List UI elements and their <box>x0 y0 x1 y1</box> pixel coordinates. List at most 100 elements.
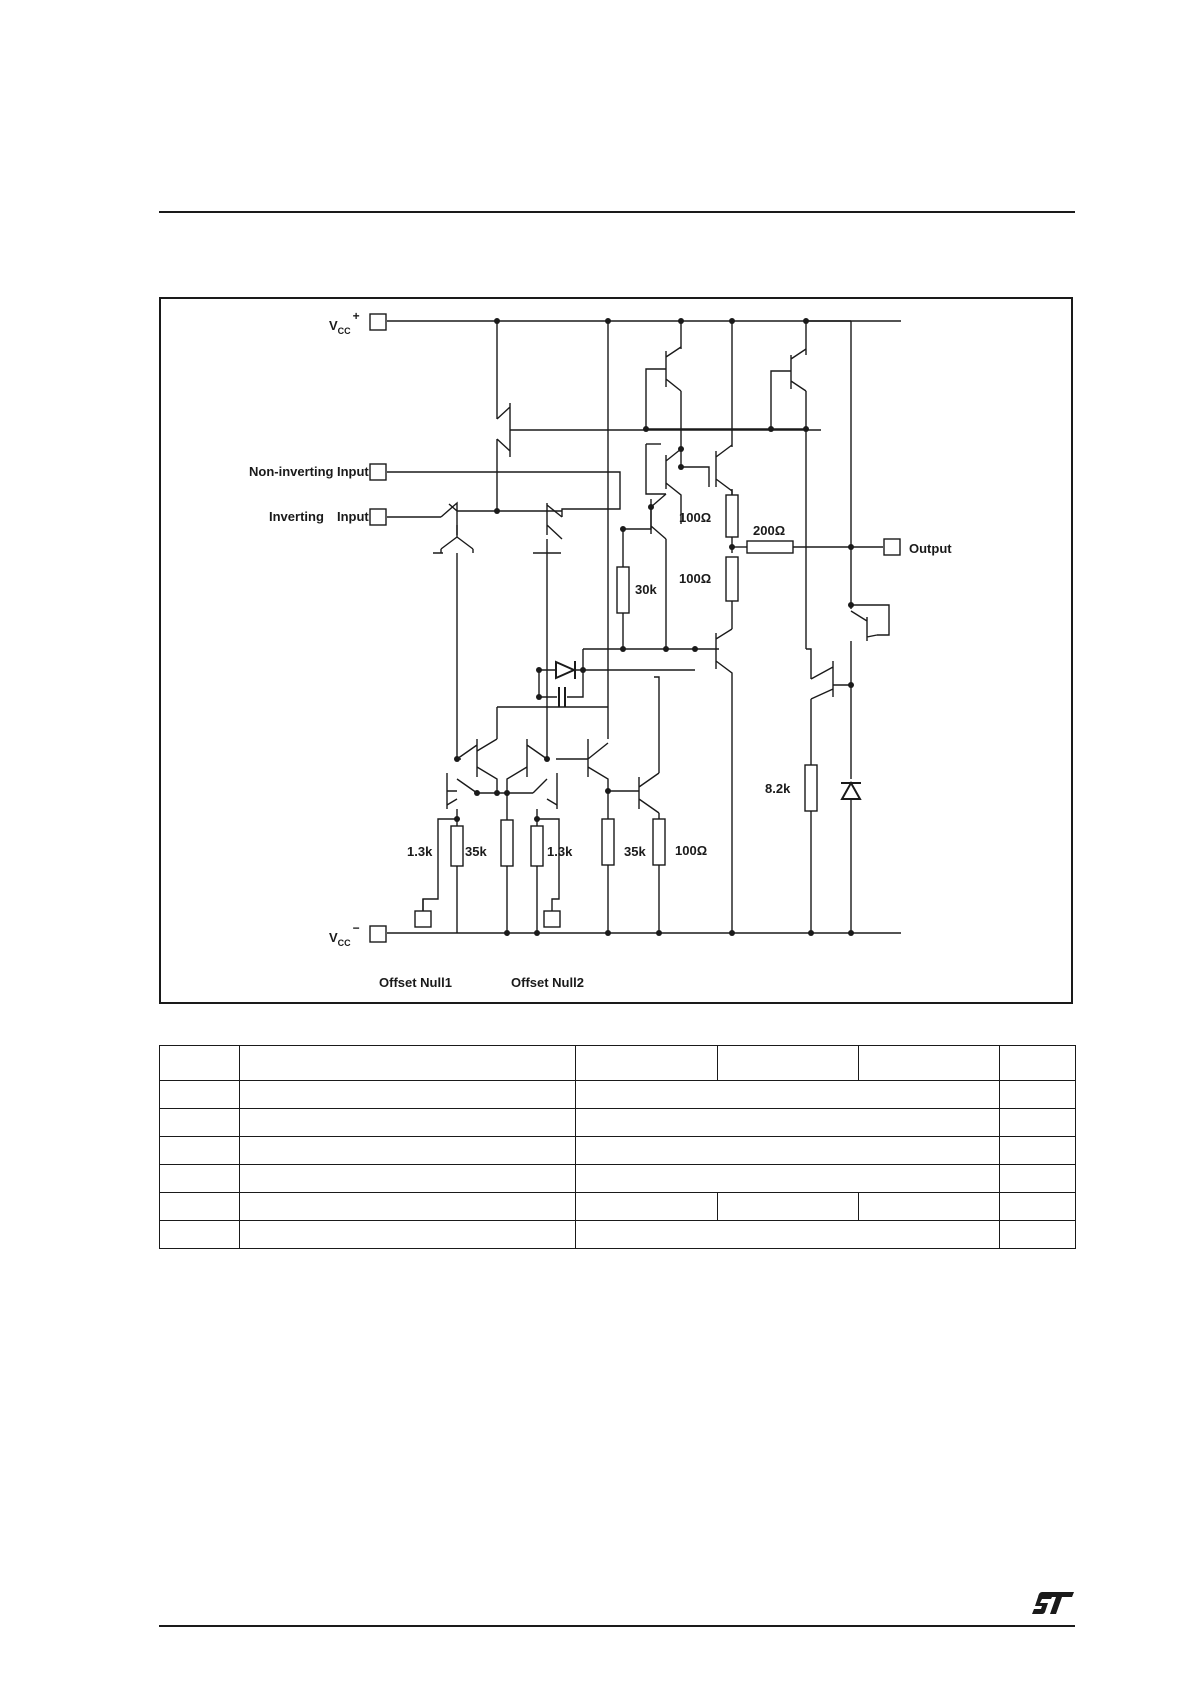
q-mirror-right-e <box>546 798 558 806</box>
r-35k-mid <box>601 818 615 866</box>
offset-null2-label: Offset Null2 <box>511 975 584 990</box>
label-1-3k-right: 1.3k <box>547 844 573 859</box>
r-8-2k <box>804 764 818 812</box>
label-100-upper: 100Ω <box>679 510 711 525</box>
header-rule <box>159 211 1075 213</box>
q-darlington-2 <box>650 493 667 540</box>
left-collector-wire <box>433 552 458 759</box>
label-1-3k-left: 1.3k <box>407 844 433 859</box>
table-cell <box>159 1220 240 1249</box>
table-cell <box>239 1080 576 1109</box>
cap-wire-r <box>567 670 584 698</box>
r-30k <box>616 566 630 614</box>
comp-diode <box>555 660 577 680</box>
table-cell <box>239 1136 576 1165</box>
q-load-left-e <box>476 766 498 793</box>
r-35k-left <box>500 819 514 867</box>
schematic-diagram: VCC+ VCC− Non-inverting Input Inverting … <box>159 297 1073 1004</box>
table-row <box>159 1108 1076 1137</box>
table-row <box>159 1164 1076 1193</box>
offset-null2-wire <box>537 818 560 911</box>
label-100-bottom: 100Ω <box>675 843 707 858</box>
table-cell <box>999 1045 1076 1081</box>
table-cell <box>575 1220 1000 1249</box>
table-cell <box>575 1080 1000 1109</box>
q-load-right-e <box>506 766 528 793</box>
vcc-neg-label: VCC− <box>329 921 360 948</box>
label-30k: 30k <box>635 582 657 597</box>
q-input-left-out <box>440 525 474 550</box>
table-cell <box>159 1136 240 1165</box>
parameter-table <box>159 1045 1076 1249</box>
bias-transistor <box>496 403 821 457</box>
q-protection <box>850 610 878 641</box>
non-inverting-input-label: Input <box>337 464 369 479</box>
q-second-stage <box>587 739 609 819</box>
table-cell <box>575 1045 718 1081</box>
table-cell <box>999 1108 1076 1137</box>
non-inverting-wire <box>387 471 621 517</box>
r-100-lower <box>725 556 739 602</box>
offset-null1-pin <box>414 910 432 928</box>
schematic-svg: VCC+ VCC− Non-inverting Input Inverting … <box>249 309 952 990</box>
q-input-left <box>440 501 458 535</box>
table-cell <box>159 1080 240 1109</box>
inverting-pin <box>369 508 387 526</box>
vcc-pos-label: VCC+ <box>329 309 360 336</box>
q-load-right <box>526 739 548 777</box>
table-cell <box>858 1045 1000 1081</box>
label-8-2k: 8.2k <box>765 781 791 796</box>
label-35k-mid: 35k <box>624 844 646 859</box>
q-load-left-c <box>476 707 498 752</box>
r-100-upper <box>725 494 739 538</box>
q-mirror-left-e <box>446 798 458 806</box>
q-mirror-right <box>532 773 558 809</box>
q-input-right <box>546 503 563 540</box>
comp-capacitor <box>558 687 566 707</box>
vcc-pos-pin <box>369 313 387 331</box>
label-35k-left: 35k <box>465 844 487 859</box>
table-cell <box>159 1192 240 1221</box>
q-bias-right <box>810 661 834 700</box>
q-output-bottom <box>715 628 733 933</box>
non-inverting-label: Non-inverting <box>249 464 334 479</box>
table-cell <box>239 1108 576 1137</box>
table-cell <box>999 1220 1076 1249</box>
r-200 <box>746 540 794 554</box>
table-cell <box>575 1108 1000 1137</box>
table-cell <box>575 1136 1000 1165</box>
table-cell <box>159 1164 240 1193</box>
table-row <box>159 1080 1076 1109</box>
st-logo-mark <box>1032 1592 1074 1614</box>
table-row <box>159 1220 1076 1249</box>
table-cell <box>239 1164 576 1193</box>
q-current-limit <box>638 772 660 814</box>
zener-diode <box>840 780 862 800</box>
table-cell <box>858 1192 1000 1221</box>
output-label: Output <box>909 541 952 556</box>
table-cell <box>239 1045 576 1081</box>
table-cell <box>717 1192 859 1221</box>
table-cell <box>999 1136 1076 1165</box>
table-cell <box>159 1108 240 1137</box>
table-row <box>159 1136 1076 1165</box>
q-top-right <box>790 348 807 392</box>
r-100-bottom <box>652 818 666 866</box>
r-1-3k-right <box>530 825 544 867</box>
table-cell <box>999 1192 1076 1221</box>
inverting-input-label: Input <box>337 509 369 524</box>
offset-null1-label: Offset Null1 <box>379 975 452 990</box>
table-cell <box>239 1192 576 1221</box>
table-cell <box>575 1164 1000 1193</box>
q-load-left <box>456 739 478 777</box>
q-top-mirror <box>665 346 682 392</box>
offset-null2-pin <box>543 910 561 928</box>
table-cell <box>999 1080 1076 1109</box>
table-cell <box>239 1220 576 1249</box>
cap-wire-l <box>538 670 557 698</box>
table-cell <box>717 1045 859 1081</box>
q-input-left-leads <box>440 549 474 553</box>
table-cell <box>159 1045 240 1081</box>
table-cell <box>575 1192 718 1221</box>
table-row <box>159 1192 1076 1221</box>
